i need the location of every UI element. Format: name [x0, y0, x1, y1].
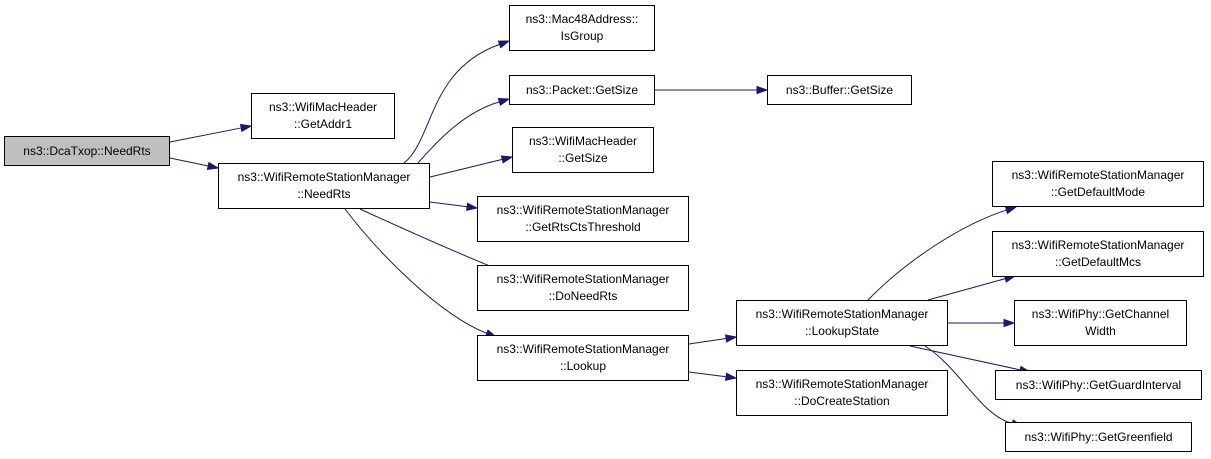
edge-packet_getsize-to-buffer_getsize	[655, 85, 769, 95]
node-label-line: ::DoNeedRts	[548, 289, 618, 303]
arrowhead-icon	[239, 123, 253, 133]
edge-dcatxop_needrts-to-wifimacheader_getaddr1	[169, 123, 253, 143]
node-label-line: ::GetSize	[558, 151, 608, 165]
node-label-line: ::GetDefaultMode	[1050, 185, 1146, 199]
node-wifimacheader-getaddr1[interactable]: ns3::WifiMacHeader::GetAddr1	[251, 93, 395, 139]
node-wifiphy-getguardinterval[interactable]: ns3::WifiPhy::GetGuardInterval	[995, 370, 1202, 400]
arrowhead-icon	[497, 97, 511, 107]
node-label-line: IsGroup	[560, 29, 604, 43]
edge-line	[344, 208, 487, 334]
node-label-line: ::NeedRts	[297, 187, 351, 201]
node-mac48address-isgroup[interactable]: ns3::Mac48Address::IsGroup	[509, 5, 655, 51]
node-label-line: ns3::WifiRemoteStationManager	[755, 307, 929, 321]
arrowhead-icon	[206, 161, 220, 170]
node-label-line: ns3::WifiRemoteStationManager	[1011, 238, 1185, 252]
node-label-line: ::GetAddr1	[293, 117, 353, 131]
node-packet-getsize[interactable]: ns3::Packet::GetSize	[509, 75, 655, 105]
node-wrsm-getdefaultmode[interactable]: ns3::WifiRemoteStationManager::GetDefaul…	[992, 161, 1204, 207]
node-wrsm-getrtsctsthreshold[interactable]: ns3::WifiRemoteStationManager::GetRtsCts…	[477, 196, 689, 242]
node-label-line: ns3::WifiRemoteStationManager	[755, 377, 929, 391]
edge-wrsm_needrts-to-packet_getsize	[417, 97, 511, 164]
edge-line	[429, 201, 468, 208]
node-label-line: ns3::Mac48Address::	[525, 12, 639, 26]
arrowhead-icon	[1004, 206, 1018, 215]
node-label-line: ns3::DcaTxop::NeedRts	[23, 143, 151, 158]
node-label-line: ns3::WifiPhy::GetGreenfield	[1024, 429, 1173, 444]
node-wifimacheader-getsize[interactable]: ns3::WifiMacHeader::GetSize	[512, 127, 654, 173]
edge-line	[169, 127, 242, 143]
edge-dcatxop_needrts-to-wrsm_needrts	[169, 157, 220, 170]
node-label-line: ns3::WifiRemoteStationManager	[1011, 168, 1185, 182]
node-label-line: ns3::WifiPhy::GetChannel	[1031, 307, 1170, 321]
arrowhead-icon	[756, 85, 769, 95]
node-wrsm-doneedrts[interactable]: ns3::WifiRemoteStationManager::DoNeedRts	[477, 265, 689, 311]
node-wrsm-lookup[interactable]: ns3::WifiRemoteStationManager::Lookup	[477, 335, 689, 381]
node-wifiphy-getgreenfield[interactable]: ns3::WifiPhy::GetGreenfield	[1005, 422, 1192, 452]
arrowhead-icon	[466, 202, 479, 211]
node-label-line: ::GetDefaultMcs	[1054, 255, 1142, 269]
node-label-line: Width	[1085, 324, 1116, 338]
arrowhead-icon	[724, 334, 738, 343]
edge-wrsm_needrts-to-wifimacheader_getsize	[429, 155, 514, 178]
node-label-line: ns3::WifiPhy::GetGuardInterval	[1015, 377, 1182, 392]
arrowhead-icon	[500, 155, 514, 164]
node-label-line: ns3::Packet::GetSize	[525, 82, 639, 97]
node-label-line: ::Lookup	[559, 359, 607, 373]
edge-wrsm_lookupstate-to-wifiphy_getchannelwidth	[948, 318, 1016, 328]
arrowhead-icon	[725, 372, 738, 381]
edge-line	[417, 101, 500, 164]
node-label-line: ns3::WifiMacHeader	[268, 100, 378, 114]
node-label-line: ns3::WifiRemoteStationManager	[237, 170, 411, 184]
node-label-line: ns3::WifiMacHeader	[528, 134, 638, 148]
edge-line	[867, 209, 1007, 301]
node-wrsm-getdefaultmcs[interactable]: ns3::WifiRemoteStationManager::GetDefaul…	[992, 231, 1204, 277]
arrowhead-icon	[1003, 318, 1016, 328]
edge-line	[359, 208, 503, 272]
arrowhead-icon	[497, 40, 511, 49]
node-label-line: ::DoCreateStation	[794, 394, 890, 408]
node-label-line: ::LookupState	[804, 324, 880, 338]
node-wrsm-lookupstate[interactable]: ns3::WifiRemoteStationManager::LookupSta…	[736, 300, 948, 346]
edge-line	[169, 157, 209, 167]
edge-line	[688, 371, 727, 378]
edge-line	[924, 345, 1013, 424]
edge-wrsm_needrts-to-wrsm_lookup	[344, 208, 498, 338]
edge-line	[909, 345, 1021, 371]
node-label-line: ns3::WifiRemoteStationManager	[496, 342, 670, 356]
edge-wrsm_lookup-to-wrsm_lookupstate	[688, 334, 738, 345]
node-label-line: ::GetRtsCtsThreshold	[525, 220, 641, 234]
edge-line	[429, 158, 503, 178]
edge-line	[927, 278, 1006, 301]
edge-wrsm_needrts-to-wrsm_getrtsctsthreshold	[429, 201, 479, 211]
node-dcatxop-needrts: ns3::DcaTxop::NeedRts	[4, 136, 170, 166]
edge-wrsm_needrts-to-mac48address_isgroup	[403, 40, 511, 164]
node-label-line: ns3::WifiRemoteStationManager	[496, 203, 670, 217]
node-buffer-getsize[interactable]: ns3::Buffer::GetSize	[767, 75, 912, 105]
node-wrsm-needrts[interactable]: ns3::WifiRemoteStationManager::NeedRts	[218, 163, 430, 209]
node-label-line: ns3::WifiRemoteStationManager	[496, 272, 670, 286]
edge-wrsm_lookup-to-wrsm_docreatestation	[688, 371, 738, 381]
node-label-line: ns3::Buffer::GetSize	[785, 82, 894, 97]
edge-wrsm_lookupstate-to-wrsm_getdefaultmcs	[927, 274, 1017, 301]
node-wrsm-docreatestation[interactable]: ns3::WifiRemoteStationManager::DoCreateS…	[736, 370, 948, 416]
edge-line	[403, 43, 500, 164]
edge-line	[688, 337, 727, 345]
